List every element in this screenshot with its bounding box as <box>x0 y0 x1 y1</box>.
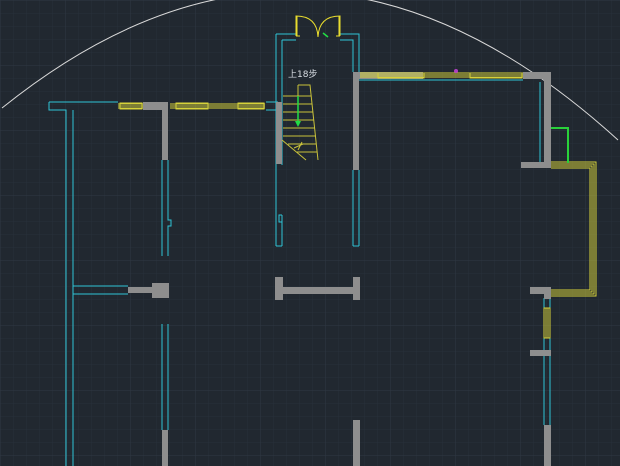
green-wall-bracket <box>551 127 569 163</box>
wall-outlines <box>48 33 551 466</box>
entrance-double-door <box>295 15 341 38</box>
site-boundary-arc <box>1 0 619 141</box>
windows <box>118 72 597 339</box>
stair-arrow <box>295 96 301 127</box>
staircase <box>281 84 319 161</box>
marker-point <box>454 69 458 73</box>
door-swing-indicator <box>322 32 329 38</box>
stair-label: 上18步 <box>288 69 317 80</box>
